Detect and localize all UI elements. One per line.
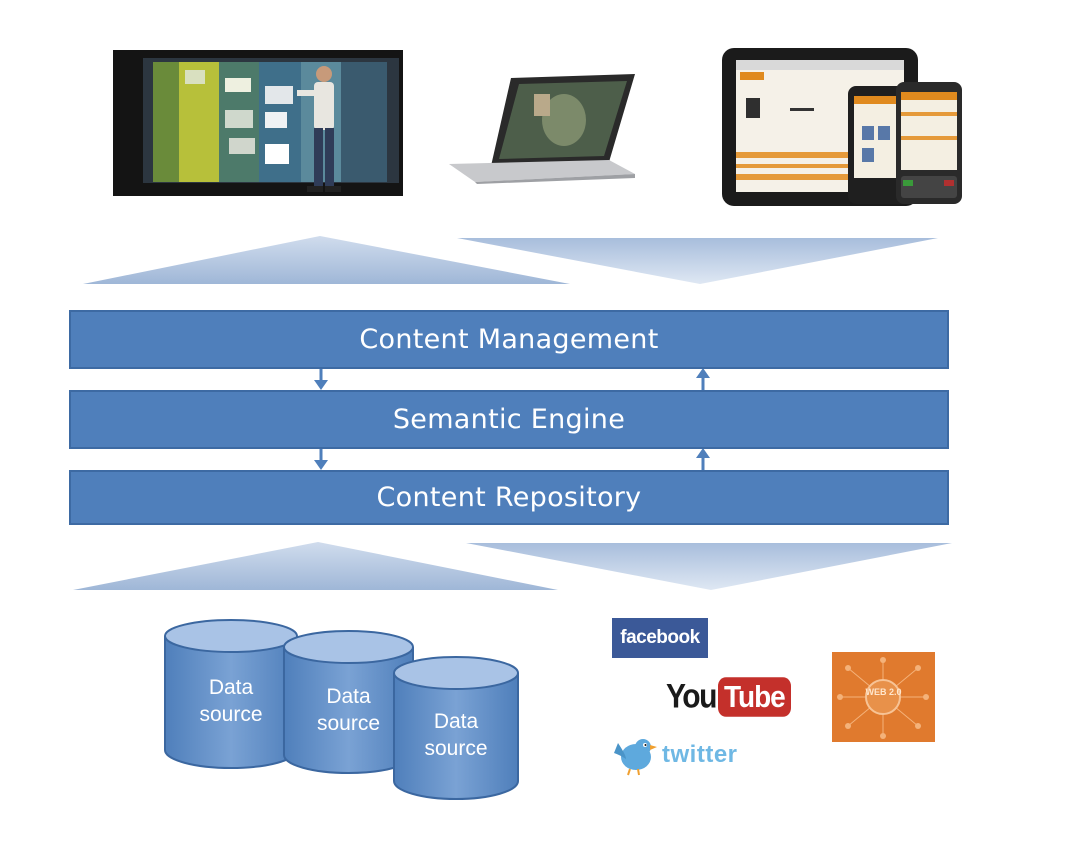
- data-source-label-line1: Data: [433, 710, 479, 733]
- up-arrow-triangle-bottom: [73, 542, 558, 590]
- data-source-label-line1: Data: [326, 685, 371, 708]
- down-arrow-triangle-bottom: [466, 543, 952, 590]
- down-arrow-triangle-top: [457, 238, 938, 284]
- twitter-logo-text: twitter: [662, 741, 738, 768]
- database-icon: [164, 619, 298, 769]
- facebook-logo: facebook: [612, 618, 708, 658]
- web20-network-icon: [837, 657, 929, 739]
- up-arrow-triangle-top: [83, 236, 570, 284]
- database-icon: [283, 630, 414, 774]
- down-connector-arrow-1: [314, 369, 328, 390]
- content-repository-label: Content Repository: [376, 482, 642, 513]
- twitter-bird-icon: [614, 739, 657, 776]
- up-connector-arrow-2: [696, 448, 710, 470]
- tablet-and-phones-image: [722, 48, 962, 206]
- youtube-logo-tube: Tube: [717, 677, 791, 717]
- web20-logo: WEB 2.0: [832, 652, 935, 742]
- laptop-image: [449, 74, 635, 184]
- data-source-label-line2: source: [199, 703, 263, 726]
- content-management-label: Content Management: [359, 324, 659, 355]
- database-icon: [393, 656, 519, 800]
- facebook-logo-text: facebook: [620, 627, 700, 648]
- data-source-label-line2: source: [316, 712, 381, 735]
- twitter-logo: twitter: [612, 733, 738, 777]
- semantic-engine-label: Semantic Engine: [392, 404, 626, 435]
- data-source-cylinder-3: Data source: [392, 655, 520, 801]
- content-management-layer: Content Management: [69, 310, 949, 369]
- semantic-engine-layer: Semantic Engine: [69, 390, 949, 449]
- web20-logo-text: WEB 2.0: [865, 687, 902, 697]
- data-source-label-line1: Data: [208, 676, 254, 699]
- content-repository-layer: Content Repository: [69, 470, 949, 525]
- data-source-cylinder-1: Data source: [163, 618, 299, 770]
- youtube-logo: You Tube: [666, 676, 791, 718]
- down-connector-arrow-2: [314, 449, 328, 470]
- data-source-cylinder-2: Data source: [282, 629, 415, 775]
- up-connector-arrow-1: [696, 368, 710, 390]
- youtube-logo-you: You: [666, 677, 717, 716]
- data-source-label-line2: source: [424, 737, 488, 760]
- touch-wall-display-image: [113, 50, 403, 196]
